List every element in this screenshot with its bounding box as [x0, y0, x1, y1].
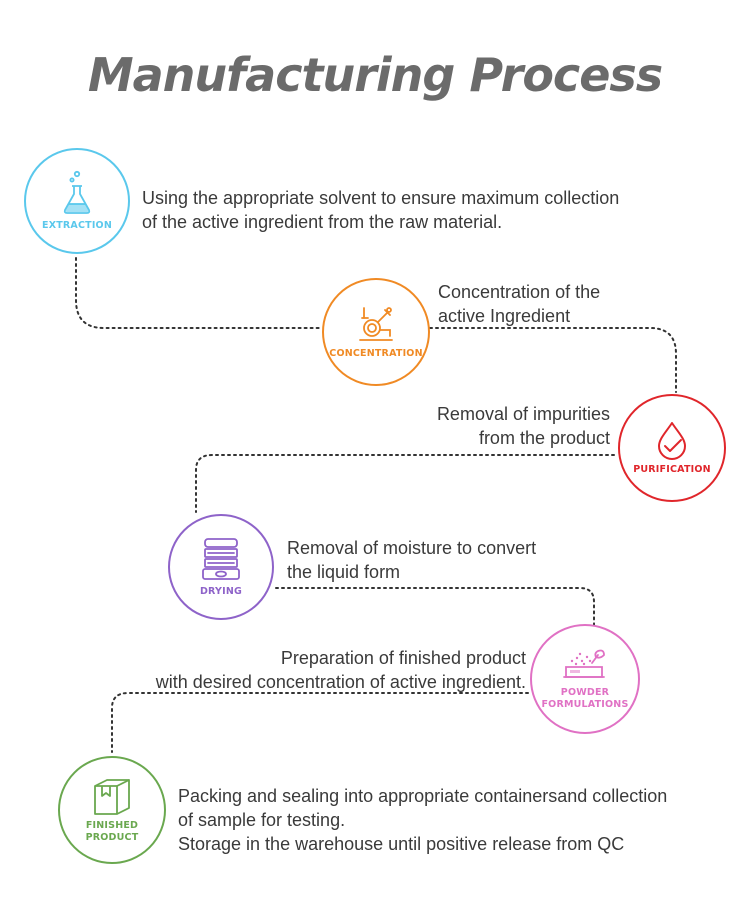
- finished-product-node: FINISHED PRODUCT: [58, 756, 166, 864]
- finished-label-line-1: FINISHED: [85, 820, 139, 831]
- purification-desc-line-1: Removal of impurities: [436, 404, 610, 424]
- concentration-desc-line-2: active Ingredient: [438, 306, 571, 326]
- dryer-icon: [202, 538, 240, 580]
- extraction-desc-line-1: Using the appropriate solvent to ensure …: [142, 188, 620, 208]
- drying-desc-line-1: Removal of moisture to convert: [287, 538, 537, 558]
- finished-desc-line-3: Storage in the warehouse until positive …: [178, 834, 625, 854]
- powder-bowl-icon: [563, 649, 605, 678]
- concentration-description: Concentration of the active Ingredient: [438, 280, 600, 328]
- concentration-label: CONCENTRATION: [329, 348, 423, 359]
- drying-description: Removal of moisture to convert the liqui…: [287, 536, 536, 584]
- powder-formulations-node: POWDER FORMULATIONS: [530, 624, 640, 734]
- connector-powder-finished: [111, 692, 529, 753]
- purification-label: PURIFICATION: [633, 464, 711, 475]
- connector-purification-drying: [195, 454, 615, 513]
- extraction-label: EXTRACTION: [42, 220, 112, 231]
- extraction-desc-line-2: of the active ingredient from the raw ma…: [142, 212, 503, 232]
- connector-concentration-purification: [429, 327, 677, 393]
- finished-label-line-2: PRODUCT: [85, 832, 139, 843]
- finished-product-description: Packing and sealing into appropriate con…: [178, 784, 667, 856]
- powder-label-line-1: POWDER: [560, 687, 610, 698]
- concentration-desc-line-1: Concentration of the: [438, 282, 601, 302]
- purification-node: PURIFICATION: [618, 394, 726, 502]
- concentration-node: CONCENTRATION: [322, 278, 430, 386]
- powder-desc-line-1: Preparation of finished product: [280, 648, 526, 668]
- purification-description: Removal of impurities from the product: [380, 402, 610, 450]
- flask-icon: [63, 170, 91, 214]
- extraction-description: Using the appropriate solvent to ensure …: [142, 186, 619, 234]
- powder-formulations-description: Preparation of finished product with des…: [100, 646, 526, 694]
- page-title: Manufacturing Process: [87, 48, 663, 102]
- powder-desc-line-2: with desired concentration of active ing…: [155, 672, 526, 692]
- box-icon: [94, 779, 130, 815]
- powder-formulations-label: POWDER FORMULATIONS: [541, 687, 628, 711]
- extraction-node: EXTRACTION: [24, 148, 130, 254]
- drying-desc-line-2: the liquid form: [287, 562, 401, 582]
- connector-drying-powder: [275, 587, 595, 627]
- finished-product-label: FINISHED PRODUCT: [86, 820, 139, 844]
- evaporator-icon: [359, 307, 393, 341]
- droplet-check-icon: [658, 422, 686, 460]
- drying-node: DRYING: [168, 514, 274, 620]
- finished-desc-line-1: Packing and sealing into appropriate con…: [178, 786, 668, 806]
- connector-extraction-concentration: [75, 257, 323, 329]
- finished-desc-line-2: of sample for testing.: [178, 810, 346, 830]
- powder-label-line-2: FORMULATIONS: [541, 699, 629, 710]
- drying-label: DRYING: [199, 586, 243, 597]
- purification-desc-line-2: from the product: [478, 428, 610, 448]
